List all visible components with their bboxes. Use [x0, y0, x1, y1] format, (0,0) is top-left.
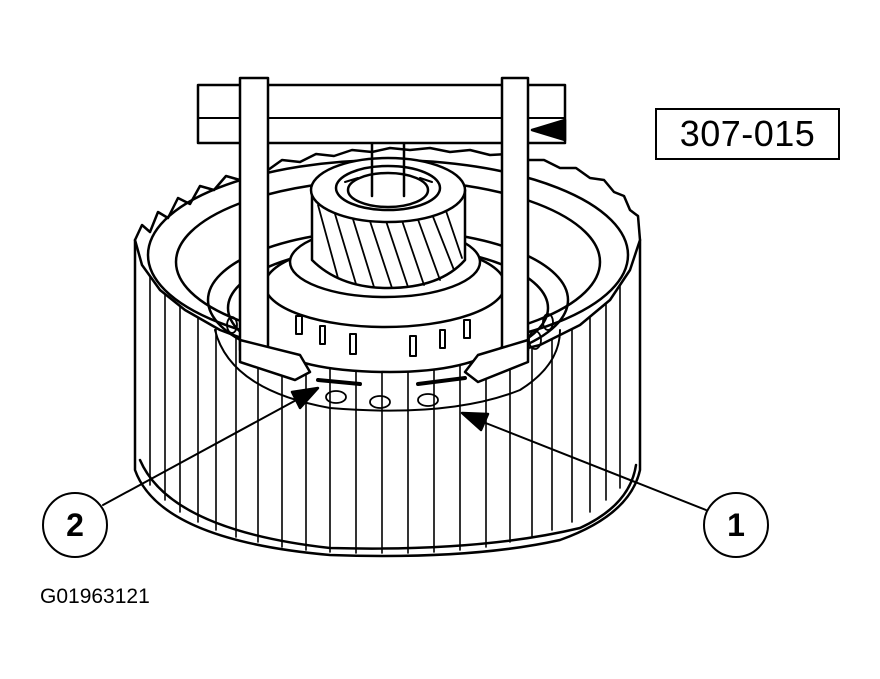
drum-bottom-rim [138, 458, 638, 550]
callout-1-arrowhead [460, 411, 490, 432]
gear-keyway [344, 177, 433, 183]
tool-number-label: 307-015 [679, 113, 816, 154]
tool-leg-left [238, 76, 270, 352]
tool-number-box: 307-015 [655, 108, 840, 160]
figure-id: G01963121 [40, 585, 150, 608]
bearing-ring [214, 329, 561, 412]
callout-2-arrowhead [290, 386, 320, 410]
tool-top-bar [196, 83, 567, 145]
snap-ring-right [416, 376, 467, 386]
callout-2-leader [102, 397, 301, 506]
gear-bore-inner [346, 171, 430, 209]
gear-bore-outer [334, 164, 442, 212]
tool-foot-left [238, 338, 312, 382]
callout-1-leader [477, 419, 707, 511]
tool-pointer-arrowhead [530, 118, 567, 142]
bearing-holes [226, 313, 554, 409]
hub-slots [295, 315, 471, 357]
callout-2-label: 2 [66, 506, 84, 543]
tool-leg-right [500, 76, 530, 352]
snap-ring-left [316, 378, 362, 386]
tool-foot-right [463, 338, 530, 384]
tool-center-shaft [370, 140, 406, 198]
callout-2: 2 [42, 492, 108, 558]
callout-1: 1 [703, 492, 769, 558]
callout-1-label: 1 [727, 506, 745, 543]
gear-top-face [309, 156, 467, 224]
